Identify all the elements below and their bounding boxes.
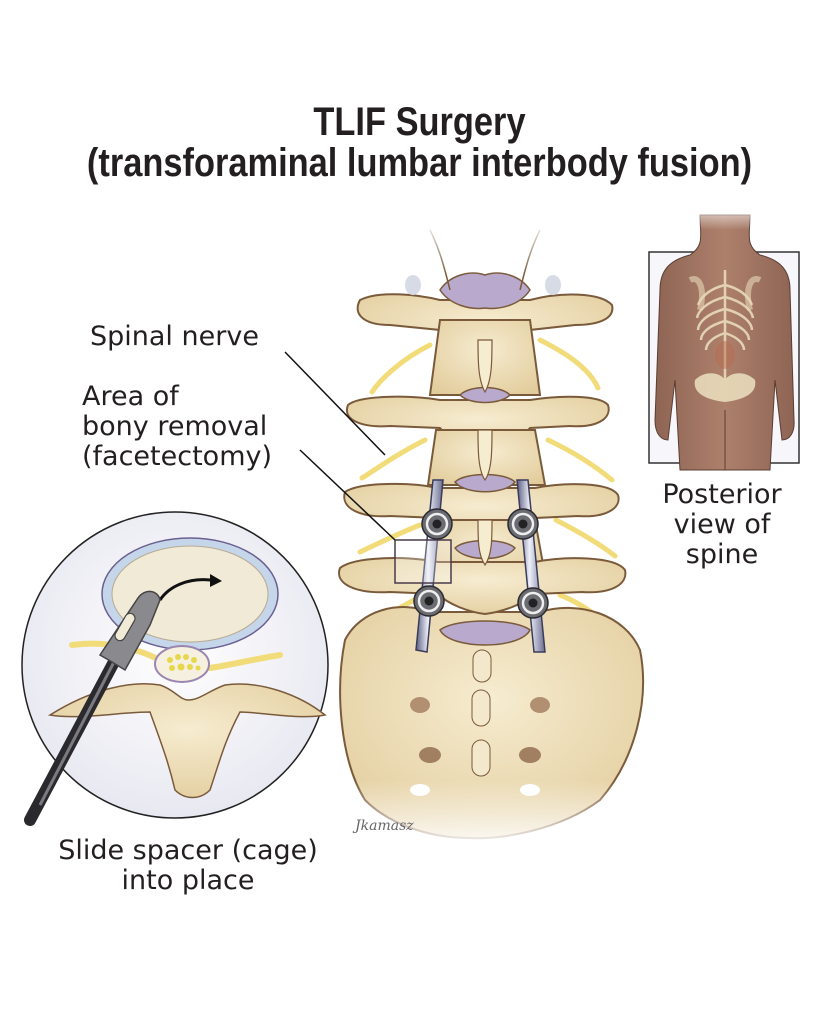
axial-view-inset bbox=[21, 511, 329, 826]
posterior-view-inset bbox=[640, 200, 810, 471]
insertion-arrow-icon bbox=[158, 578, 211, 601]
facetectomy-area-box bbox=[394, 539, 452, 584]
label-bony-removal: Area of bony removal (facetectomy) bbox=[82, 382, 272, 472]
vertebra-2 bbox=[345, 319, 610, 454]
spacer-inserter-tool bbox=[24, 590, 161, 826]
label-spinal-nerve: Spinal nerve bbox=[90, 321, 259, 352]
diagram-title: TLIF Surgery bbox=[313, 100, 526, 144]
screw-icon bbox=[421, 508, 453, 540]
label-slide-spacer: Slide spacer (cage) into place bbox=[38, 836, 338, 896]
label-line: (facetectomy) bbox=[82, 441, 273, 472]
label-line: Area of bbox=[82, 381, 179, 412]
label-line: spine bbox=[685, 539, 759, 570]
diagram-subtitle: (transforaminal lumbar interbody fusion) bbox=[86, 141, 753, 185]
label-line: Posterior bbox=[662, 479, 782, 510]
label-line: bony removal bbox=[82, 411, 268, 442]
label-line: view of bbox=[673, 509, 771, 540]
screw-icon bbox=[413, 585, 445, 617]
screw-icon bbox=[507, 508, 539, 540]
label-line: Slide spacer (cage) bbox=[58, 835, 318, 866]
vertebra-3 bbox=[343, 429, 620, 542]
label-line: into place bbox=[121, 865, 255, 896]
artist-signature: Jkamasz bbox=[352, 818, 414, 834]
spine-illustration bbox=[330, 220, 650, 850]
pedicle-screws bbox=[413, 508, 549, 619]
label-posterior-view: Posterior view of spine bbox=[652, 480, 792, 570]
screw-icon bbox=[517, 587, 549, 619]
